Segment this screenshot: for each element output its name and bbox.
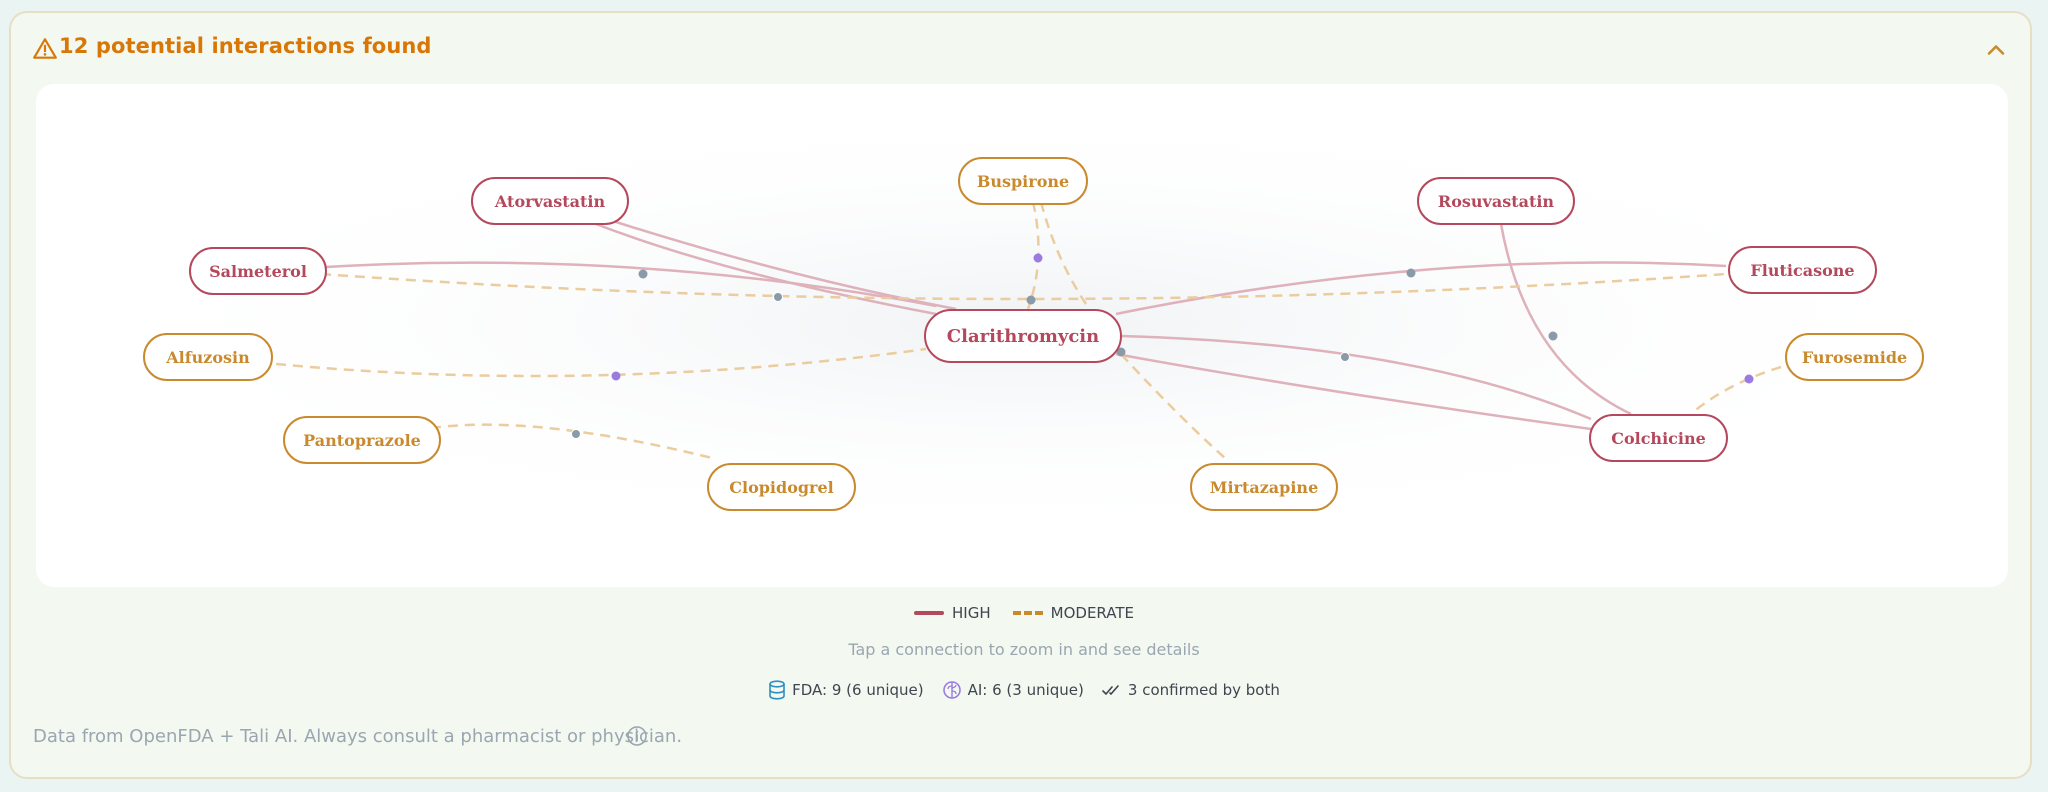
drug-node-salmeterol[interactable]: Salmeterol [189,247,327,295]
warning-triangle-icon [33,38,57,59]
drug-node-clarithromycin[interactable]: Clarithromycin [924,309,1122,363]
source-ai: AI: 6 (3 unique) [942,680,1084,700]
edge-dot-fda[interactable] [1116,347,1126,357]
interactions-title: 12 potential interactions found [59,34,432,58]
graph-hint: Tap a connection to zoom in and see deta… [848,640,1200,659]
source-summary: FDA: 9 (6 unique) AI: 6 (3 unique) 3 con… [0,680,2048,700]
edge-clarithromycin-mirtazapine[interactable] [1120,353,1227,460]
source-both-label: 3 confirmed by both [1127,681,1280,699]
legend-moderate-swatch [1012,611,1043,615]
edge-dot-ai[interactable] [1744,374,1754,384]
brain-icon [942,681,961,699]
edge-dot-both[interactable] [773,292,783,302]
edge-dot-both[interactable] [1340,352,1350,362]
chevron-up-icon[interactable] [1982,36,2010,64]
drug-node-pantoprazole[interactable]: Pantoprazole [283,416,441,464]
edge-pantoprazole-clopidogrel[interactable] [430,423,717,461]
source-fda-label: FDA: 9 (6 unique) [792,681,924,699]
drug-node-fluticasone[interactable]: Fluticasone [1728,246,1877,294]
drug-node-furosemide[interactable]: Furosemide [1785,333,1924,381]
edge-dot-ai[interactable] [1033,253,1043,263]
edge-dot-fda[interactable] [1406,268,1416,278]
drug-node-rosuvastatin[interactable]: Rosuvastatin [1417,177,1575,225]
drug-node-clopidogrel[interactable]: Clopidogrel [707,463,856,511]
source-fda: FDA: 9 (6 unique) [768,680,924,700]
edge-dot-fda[interactable] [638,269,648,279]
drug-node-buspirone[interactable]: Buspirone [958,157,1088,205]
drug-node-mirtazapine[interactable]: Mirtazapine [1190,463,1338,511]
edge-dot-ai[interactable] [611,371,621,381]
edge-alfuzosin-clarithromycin[interactable] [275,347,927,378]
edge-salmeterol-clarithromycin[interactable] [325,261,937,308]
edge-clarithromycin-colchicine-2[interactable] [1115,352,1592,431]
legend-moderate-label: MODERATE [1050,604,1134,622]
edge-dot-fda[interactable] [1548,331,1558,341]
edge-salmeterol-fluticasone[interactable] [320,272,1727,301]
legend-moderate: MODERATE [1012,604,1134,622]
legend-high: HIGH [914,604,991,622]
drug-node-colchicine[interactable]: Colchicine [1589,414,1728,462]
edge-buspirone-clarithromycin-2[interactable] [1039,201,1088,305]
disclaimer: Data from OpenFDA + Tali AI. Always cons… [33,726,683,747]
edge-atorvastatin-clarithromycin-2[interactable] [615,220,957,311]
source-both: 3 confirmed by both [1102,681,1280,699]
severity-legend: HIGH MODERATE [0,604,2048,622]
info-circle-icon[interactable] [626,725,648,747]
edge-clarithromycin-colchicine-1[interactable] [1120,334,1592,421]
source-ai-label: AI: 6 (3 unique) [967,681,1084,699]
legend-high-label: HIGH [952,604,991,622]
edge-rosuvastatin-colchicine[interactable] [1499,223,1632,416]
database-icon [769,680,785,700]
edge-atorvastatin-clarithromycin-1[interactable] [595,222,937,316]
drug-node-atorvastatin[interactable]: Atorvastatin [471,177,629,225]
interaction-graph: Salmeterol Atorvastatin Buspirone Rosuva… [36,84,2008,587]
edge-dot-both[interactable] [571,429,581,439]
drug-node-alfuzosin[interactable]: Alfuzosin [143,333,273,381]
edge-dot-fda[interactable] [1026,295,1036,305]
double-check-icon [1102,685,1119,695]
legend-high-swatch [914,611,945,615]
edge-furosemide-colchicine[interactable] [1690,365,1782,415]
